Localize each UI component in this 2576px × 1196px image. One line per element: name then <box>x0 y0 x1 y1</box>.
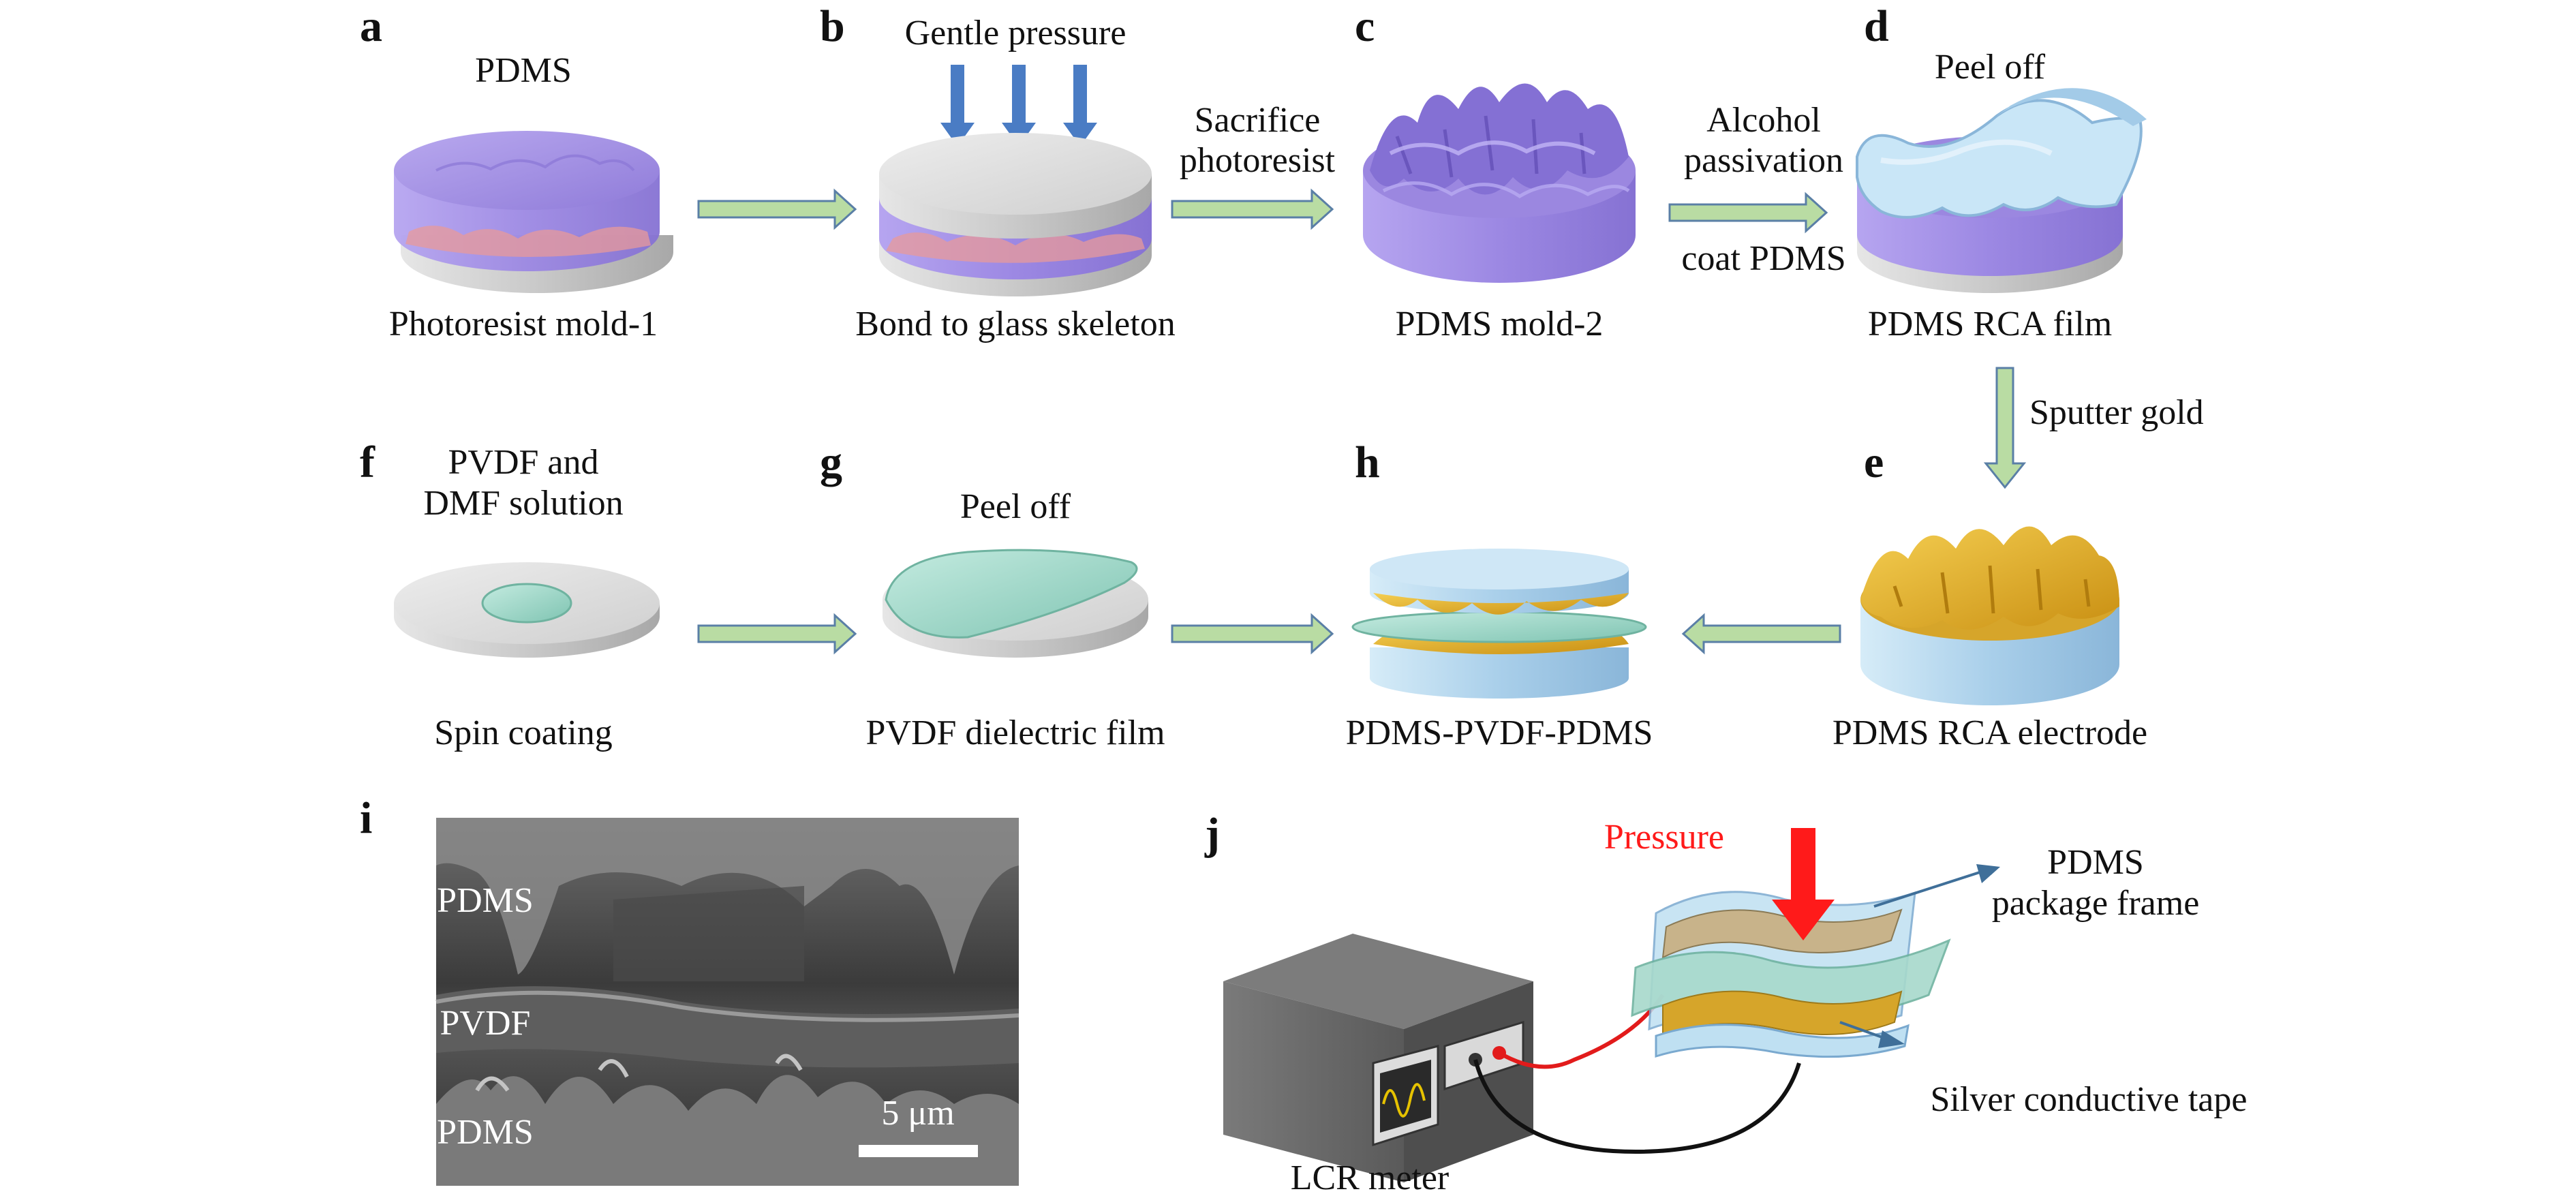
disk-spin-coating <box>394 562 660 658</box>
panel-a-bottom-label: Photoresist mold-1 <box>389 305 658 343</box>
panel-f-top-label-1: PVDF and <box>448 443 598 482</box>
panel-letter-f: f <box>360 438 375 487</box>
lcr-meter-label: LCR meter <box>1291 1159 1450 1196</box>
panel-f: f PVDF and DMF solution Spin coating <box>360 438 660 752</box>
frame-pointer <box>1873 864 2000 908</box>
panel-letter-j: j <box>1204 809 1220 859</box>
step-d-to-e-label: Sputter gold <box>2029 393 2204 432</box>
sem-label-pdms-bottom: PDMS <box>437 1113 534 1152</box>
sem-image <box>435 818 1019 1186</box>
arrow-f-to-g <box>697 613 857 655</box>
panel-a: a PDMS Photoresist mold-1 <box>360 1 673 343</box>
step-c-to-d-line2: passivation <box>1684 141 1843 180</box>
panel-g-bottom-label: PVDF dielectric film <box>865 714 1165 752</box>
panel-letter-a: a <box>360 1 382 51</box>
disk-pdms-mold-2 <box>1363 83 1636 283</box>
panel-letter-g: g <box>820 438 842 487</box>
panel-letter-h: h <box>1355 438 1380 487</box>
panel-d-bottom-label: PDMS RCA film <box>1868 305 2112 343</box>
sem-label-pvdf: PVDF <box>440 1004 531 1043</box>
panel-letter-c: c <box>1355 1 1375 51</box>
panel-b-top-label: Gentle pressure <box>905 14 1126 52</box>
panel-g: g Peel off PVDF dielectric film <box>820 438 1165 752</box>
step-b-to-c-line2: photoresist <box>1180 141 1336 180</box>
panel-letter-i: i <box>360 793 372 843</box>
disk-pvdf-peel <box>883 549 1148 658</box>
panel-g-top-label: Peel off <box>960 487 1071 526</box>
panel-letter-d: d <box>1864 1 1889 51</box>
panel-d-top-label: Peel off <box>1935 48 2046 87</box>
arrow-e-to-h <box>1681 613 1841 655</box>
step-c-to-d-line1: Alcohol <box>1706 101 1821 140</box>
arrow-c-to-d: Alcohol passivation coat PDMS <box>1668 101 1846 278</box>
panel-a-top-label: PDMS <box>475 51 572 90</box>
arrow-b-to-c: Sacrifice photoresist <box>1171 101 1336 230</box>
pressure-arrow <box>1772 828 1835 940</box>
panel-i: i PDMS PVDF PDMS 5 μm <box>360 793 1019 1186</box>
sem-label-pdms-top: PDMS <box>437 881 534 920</box>
arrow-d-to-e: Sputter gold <box>1983 367 2204 489</box>
disk-glass-bonded <box>879 133 1152 296</box>
disk-pdms-rca-film <box>1856 88 2147 293</box>
disk-pdms-rca-electrode <box>1860 526 2119 705</box>
step-b-to-c-line1: Sacrifice <box>1195 101 1321 140</box>
tape-pointer <box>1839 1021 1905 1048</box>
press-arrows <box>940 65 1097 147</box>
panel-e-bottom-label: PDMS RCA electrode <box>1833 714 2147 752</box>
step-c-to-d-line3: coat PDMS <box>1681 239 1845 278</box>
panel-e: e PDMS RCA electrode <box>1833 438 2147 752</box>
frame-label-2: package frame <box>1992 884 2200 923</box>
panel-letter-b: b <box>820 1 845 51</box>
panel-c: c PDMS mold-2 <box>1355 1 1636 343</box>
tape-label: Silver conductive tape <box>1931 1080 2248 1119</box>
panel-c-bottom-label: PDMS mold-2 <box>1396 305 1604 343</box>
scale-bar-label: 5 μm <box>881 1094 954 1133</box>
panel-b: b Gentle pressure Bond to glass skeleton <box>820 1 1176 343</box>
pressure-label: Pressure <box>1604 818 1724 857</box>
panel-h: h PDMS-PVDF-PDMS <box>1346 438 1653 752</box>
panel-b-bottom-label: Bond to glass skeleton <box>855 305 1175 343</box>
disk-photoresist-mold <box>394 131 673 293</box>
arrow-g-to-h <box>1171 613 1334 655</box>
panel-f-bottom-label: Spin coating <box>434 714 612 752</box>
lcr-meter <box>1223 934 1533 1182</box>
panel-f-top-label-2: DMF solution <box>423 484 623 523</box>
sandwich-pdms-pvdf-pdms <box>1351 549 1647 699</box>
frame-label-1: PDMS <box>2047 843 2144 882</box>
scale-bar <box>859 1145 978 1157</box>
sensor-stack <box>1631 891 1951 1058</box>
panel-letter-e: e <box>1864 438 1884 487</box>
panel-h-bottom-label: PDMS-PVDF-PDMS <box>1346 714 1653 752</box>
black-wire <box>1473 1059 1801 1154</box>
panel-j: j LCR meter <box>1204 809 2247 1196</box>
red-wire <box>1498 994 1665 1069</box>
panel-d: d Peel off PDMS RCA film <box>1856 1 2147 343</box>
arrow-a-to-b <box>697 188 857 230</box>
